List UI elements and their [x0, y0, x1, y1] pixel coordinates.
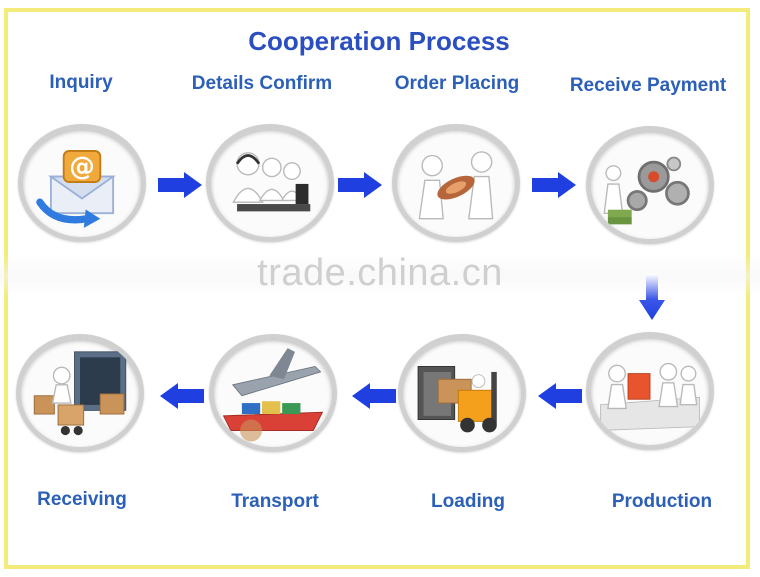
arrow-left-icon — [160, 383, 204, 409]
container-boxes-icon — [33, 351, 127, 436]
call-center-icon — [232, 152, 311, 212]
forklift-icon — [417, 366, 497, 433]
step-label-order-placing: Order Placing — [394, 73, 520, 94]
step-label-receive-payment: Receive Payment — [569, 75, 727, 96]
arrow-right-icon — [158, 172, 202, 198]
arrow-left-icon — [538, 383, 582, 409]
arrow-right-icon — [532, 172, 576, 198]
step-label-production: Production — [611, 491, 713, 512]
step-label-details-confirm: Details Confirm — [191, 73, 333, 94]
plane-ship-icon — [222, 348, 324, 442]
step-circle-inquiry: @ — [18, 124, 146, 242]
step-label-receiving: Receiving — [37, 489, 127, 510]
money-gears-icon — [603, 156, 690, 225]
step-circle-receive-payment — [586, 126, 714, 244]
step-circle-production — [586, 332, 714, 450]
email-icon: @ — [36, 150, 117, 228]
arrow-left-icon — [352, 383, 396, 409]
step-circle-order-placing — [392, 124, 520, 242]
step-circle-loading — [398, 334, 526, 452]
step-label-transport: Transport — [231, 491, 319, 512]
page-title: Cooperation Process — [248, 26, 510, 56]
handshake-order-icon — [418, 151, 494, 220]
step-label-inquiry: Inquiry — [49, 72, 113, 93]
production-icon — [600, 362, 700, 431]
svg-text:@: @ — [69, 152, 95, 182]
step-circle-receiving — [16, 334, 144, 452]
watermark-band — [0, 255, 760, 297]
step-circle-transport — [209, 334, 337, 452]
step-label-loading: Loading — [431, 491, 505, 512]
arrow-down-icon — [639, 274, 665, 320]
watermark-text: trade.china.cn — [257, 252, 503, 294]
arrow-right-icon — [338, 172, 382, 198]
step-circle-details-confirm — [206, 124, 334, 242]
